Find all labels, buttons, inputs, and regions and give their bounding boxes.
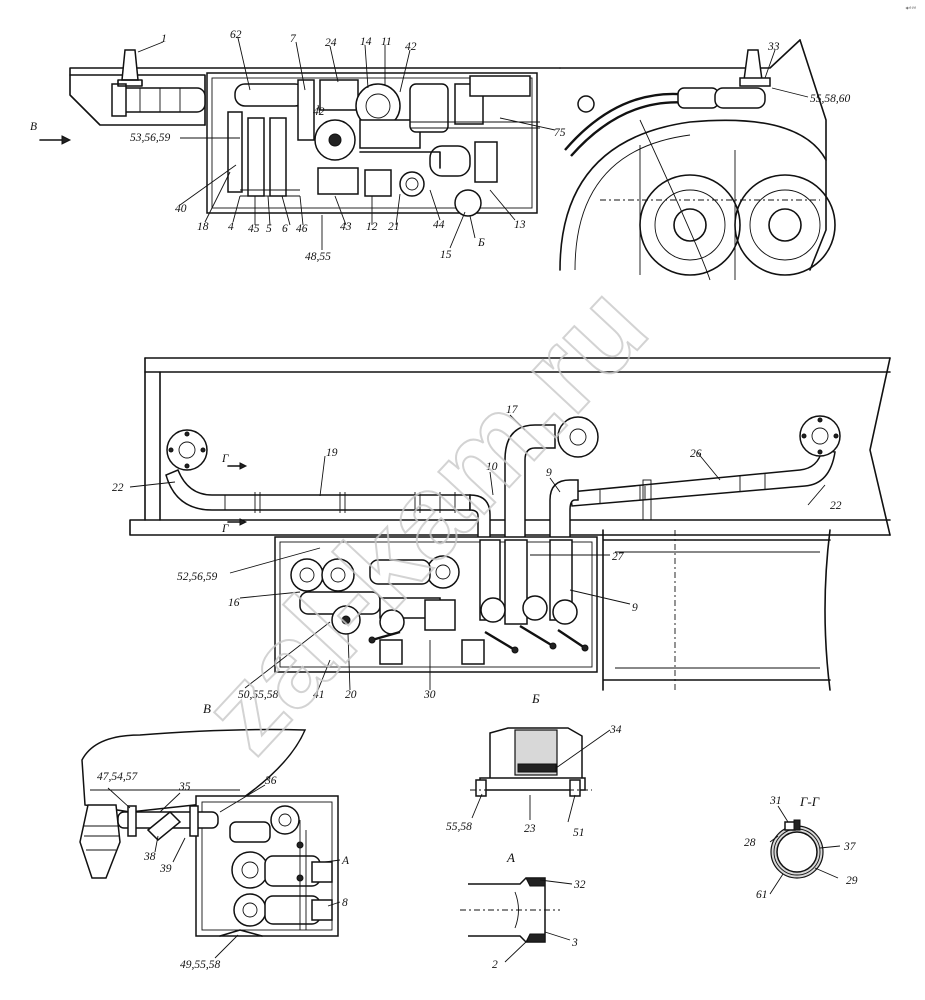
label-75: 75 [554, 127, 566, 139]
view-b-title: В [203, 701, 211, 716]
label-20: 20 [345, 689, 357, 701]
label-38: 38 [143, 851, 156, 863]
label-50-55-58: 50,55,58 [238, 689, 279, 701]
label-30: 30 [423, 689, 436, 701]
label-45: 45 [248, 223, 260, 235]
label-9a: 9 [546, 467, 552, 479]
label-35: 35 [178, 781, 191, 793]
label-34: 34 [609, 724, 622, 736]
label-6: 6 [282, 223, 288, 235]
label-43: 43 [340, 221, 352, 233]
label-26: 26 [690, 448, 702, 460]
label-13: 13 [514, 219, 526, 231]
label-37: 37 [843, 841, 857, 853]
label-12: 12 [366, 221, 378, 233]
corner-mark: ∗ᵃᵃᵃ [905, 6, 916, 12]
label-42a: 42 [405, 41, 417, 53]
label-18: 18 [197, 221, 209, 233]
label-17: 17 [506, 404, 519, 416]
label-14: 14 [360, 36, 372, 48]
label-Bb-ref: Б [477, 237, 485, 249]
label-A: А [341, 855, 350, 867]
label-1: 1 [161, 33, 167, 45]
label-55-58-60: 55,58,60 [810, 93, 851, 105]
label-46: 46 [296, 223, 308, 235]
label-47-54-57: 47,54,57 [97, 771, 139, 783]
top-view-drawing: 1 62 7 24 14 11 42 33 55,58,60 В 53,56,5… [30, 29, 851, 281]
label-55-58: 55,58 [446, 821, 472, 833]
label-2: 2 [492, 959, 498, 971]
view-bb-title: Б [531, 691, 540, 706]
label-39: 39 [159, 863, 172, 875]
label-10: 10 [486, 461, 498, 473]
label-52-56-59: 52,56,59 [177, 571, 218, 583]
label-G2: Г [221, 523, 229, 535]
label-49-55-58: 49,55,58 [180, 959, 221, 971]
label-51: 51 [573, 827, 585, 839]
view-a-drawing: А 32 3 2 [460, 850, 586, 971]
label-32: 32 [573, 879, 586, 891]
label-11: 11 [381, 36, 392, 48]
label-41: 41 [313, 689, 325, 701]
label-28: 28 [744, 837, 756, 849]
side-view-drawing: 17 19 26 22 22 Г Г 10 9 9 27 52,56,59 16… [112, 357, 891, 701]
label-B-arrow: В [30, 121, 37, 133]
label-29: 29 [846, 875, 858, 887]
view-a-title: А [506, 850, 515, 865]
label-61: 61 [756, 889, 768, 901]
label-19: 19 [326, 447, 338, 459]
label-36: 36 [264, 775, 277, 787]
label-3: 3 [571, 937, 578, 949]
label-31: 31 [769, 795, 782, 807]
label-4: 4 [228, 221, 234, 233]
label-22a: 22 [112, 482, 124, 494]
label-15: 15 [440, 249, 452, 261]
label-23: 23 [524, 823, 536, 835]
view-bb-drawing: Б 34 55,58 23 51 [446, 691, 622, 839]
section-gg-drawing: Г-Г 31 28 37 61 29 [744, 794, 858, 901]
label-33: 33 [767, 41, 780, 53]
label-22b: 22 [830, 500, 842, 512]
view-b-drawing: В 47,54,57 35 36 38 39 А 8 49,55,58 [79, 701, 350, 971]
label-27: 27 [612, 551, 625, 563]
section-gg-title: Г-Г [799, 794, 820, 809]
label-16: 16 [228, 597, 240, 609]
label-9b: 9 [632, 602, 638, 614]
label-5: 5 [266, 223, 272, 235]
label-7: 7 [290, 33, 297, 45]
label-24: 24 [325, 37, 337, 49]
label-48-55: 48,55 [305, 251, 331, 263]
label-42b: 42 [313, 106, 325, 118]
label-62: 62 [230, 29, 242, 41]
label-8: 8 [342, 897, 348, 909]
label-21: 21 [388, 221, 400, 233]
label-44: 44 [433, 219, 445, 231]
label-G1: Г [221, 453, 229, 465]
label-53-56-59: 53,56,59 [130, 132, 171, 144]
label-40: 40 [175, 203, 187, 215]
